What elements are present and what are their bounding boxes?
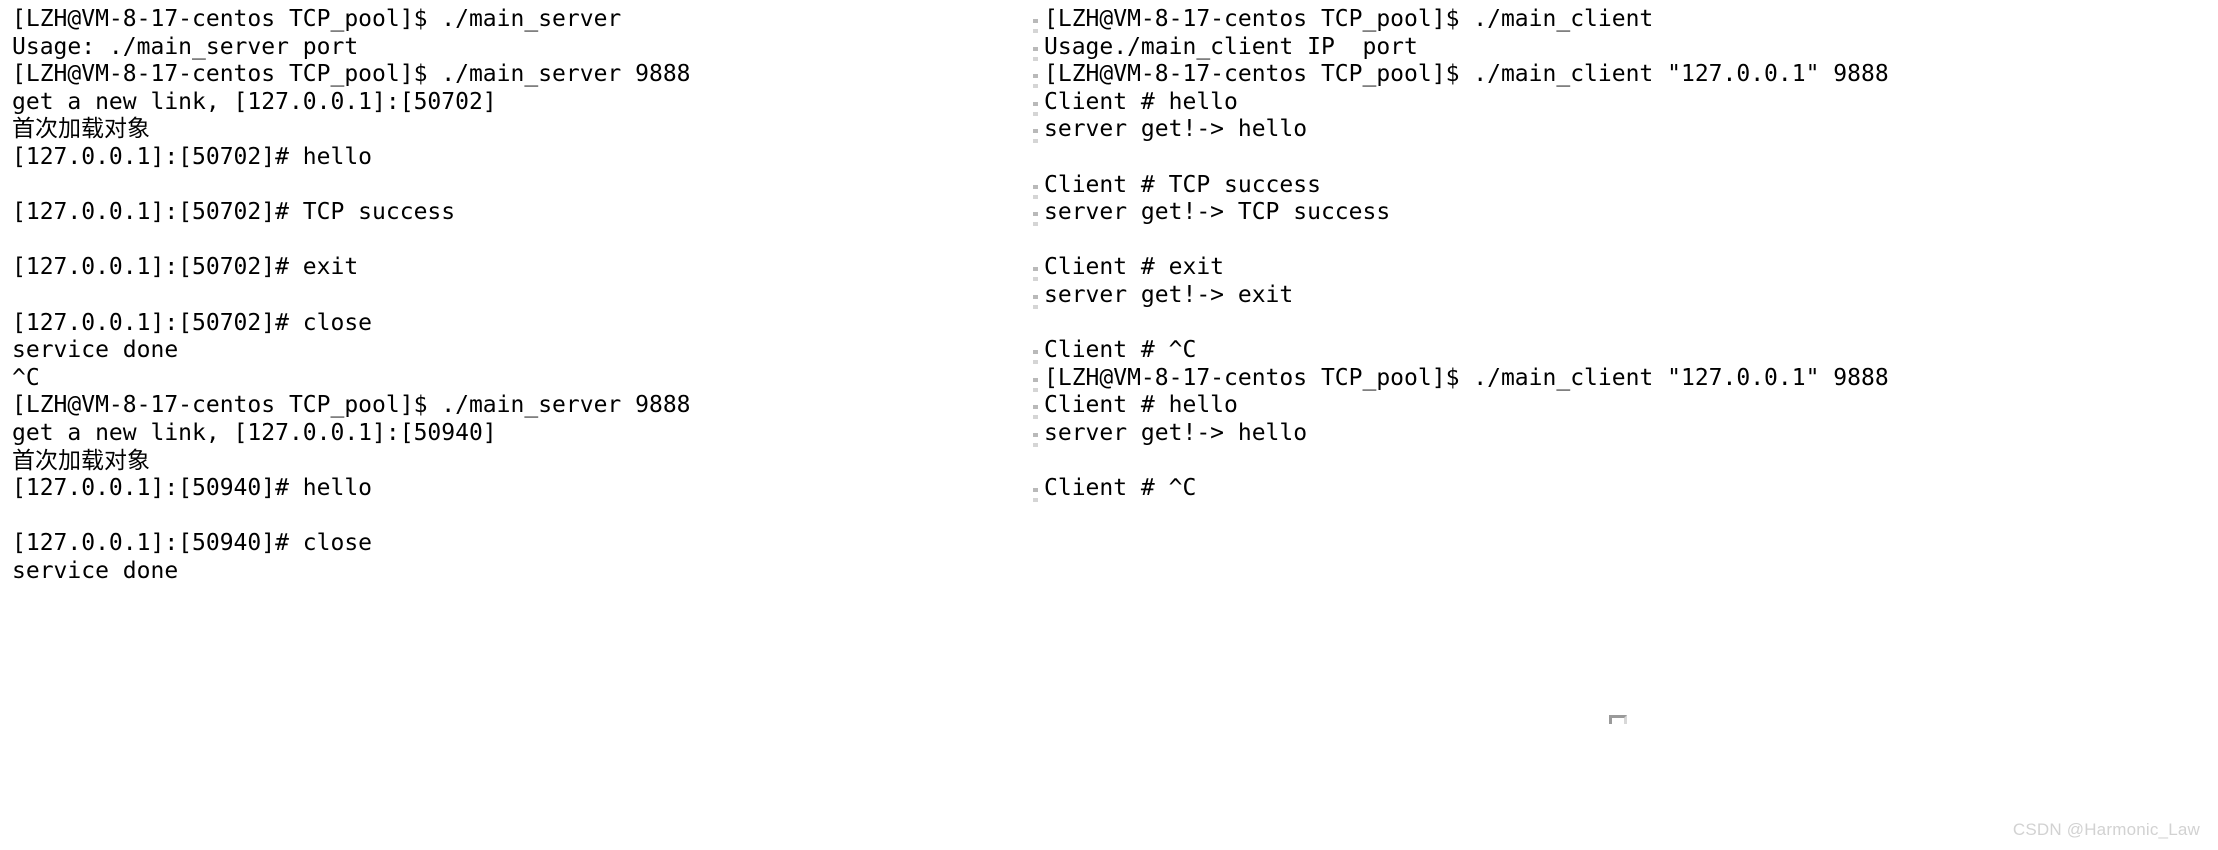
- terminal-line: [LZH@VM-8-17-centos TCP_pool]$ ./main_se…: [12, 61, 691, 88]
- margin-tick: [1033, 46, 1038, 51]
- margin-tick: [1033, 111, 1038, 116]
- margin-tick: [1033, 488, 1038, 493]
- terminal-line: [12, 282, 1026, 310]
- terminal-line: get a new link, [127.0.0.1]:[50940]: [12, 419, 497, 446]
- margin-tick: [1033, 19, 1038, 23]
- terminal-line: [12, 227, 1026, 255]
- terminal-line: [127.0.0.1]:[50940]# hello: [12, 475, 373, 502]
- margin-tick: [1033, 56, 1038, 61]
- margin-tick: [1033, 194, 1038, 199]
- terminal-line: [127.0.0.1]:[50702]# TCP success: [12, 199, 456, 226]
- terminal-line: server get!-> hello: [1044, 419, 1308, 446]
- margin-tick: [1033, 101, 1038, 106]
- terminal-line: [LZH@VM-8-17-centos TCP_pool]$ ./main_se…: [12, 392, 691, 419]
- margin-tick: [1033, 360, 1038, 365]
- terminal-line: Client # TCP success: [1044, 171, 1321, 198]
- margin-tick: [1033, 415, 1038, 420]
- terminal-line: [127.0.0.1]:[50702]# close: [12, 309, 373, 336]
- margin-tick: [1033, 295, 1038, 299]
- terminal-line: Client # ^C: [1044, 337, 1197, 364]
- margin-tick: [1033, 277, 1038, 282]
- margin-tick: [1033, 443, 1038, 447]
- terminal-line: 首次加载对象: [12, 447, 150, 474]
- terminal-line: Client # ^C: [1044, 475, 1197, 502]
- terminal-line: [1044, 448, 2214, 476]
- terminal-line: Usage: ./main_server port: [12, 33, 359, 60]
- terminal-line: [1044, 227, 2214, 255]
- margin-tick: [1033, 433, 1038, 437]
- terminal-line: server get!-> TCP success: [1044, 199, 1391, 226]
- margin-tick: [1033, 267, 1038, 272]
- terminal-line: service done: [12, 557, 179, 584]
- terminal-line: Client # exit: [1044, 254, 1225, 281]
- margin-tick: [1033, 222, 1038, 227]
- margin-tick: [1033, 377, 1038, 382]
- margin-tick: [1033, 498, 1038, 503]
- margin-tick: [1033, 350, 1038, 355]
- margin-tick: [1033, 139, 1038, 144]
- terminal-line: Client # hello: [1044, 392, 1238, 419]
- margin-tick: [1033, 212, 1038, 217]
- margin-tick: [1033, 84, 1038, 89]
- terminal-pane-client[interactable]: [LZH@VM-8-17-centos TCP_pool]$ ./main_cl…: [1030, 0, 2218, 850]
- terminal-line: service done: [12, 337, 179, 364]
- terminal-line: server get!-> hello: [1044, 116, 1308, 143]
- margin-tick: [1033, 405, 1038, 410]
- mouse-cursor-artifact: [1609, 715, 1627, 724]
- terminal-line: Usage./main_client IP port: [1044, 33, 1418, 60]
- margin-tick: [1033, 387, 1038, 392]
- terminal-line: 首次加载对象: [12, 116, 150, 143]
- terminal-line: ^C: [12, 364, 40, 391]
- margin-tick: [1033, 29, 1038, 33]
- terminal-line: [12, 172, 1026, 200]
- terminal-line: [LZH@VM-8-17-centos TCP_pool]$ ./main_se…: [12, 6, 622, 32]
- watermark-label: CSDN @Harmonic_Law: [2012, 820, 2200, 839]
- terminal-line: [1044, 144, 2214, 172]
- margin-tick: [1033, 305, 1038, 309]
- terminal-output-server[interactable]: [LZH@VM-8-17-centos TCP_pool]$ ./main_se…: [12, 6, 1026, 585]
- terminal-output-client[interactable]: [LZH@VM-8-17-centos TCP_pool]$ ./main_cl…: [1044, 6, 2214, 503]
- terminal-line: Client # hello: [1044, 88, 1238, 115]
- terminal-line: [127.0.0.1]:[50940]# close: [12, 530, 373, 557]
- terminal-line: [127.0.0.1]:[50702]# hello: [12, 143, 373, 170]
- terminal-line: [127.0.0.1]:[50702]# exit: [12, 254, 359, 281]
- terminal-line: server get!-> exit: [1044, 281, 1294, 308]
- terminal-line: [LZH@VM-8-17-centos TCP_pool]$ ./main_cl…: [1044, 61, 1889, 88]
- margin-tick: [1033, 184, 1038, 189]
- terminal-line: [LZH@VM-8-17-centos TCP_pool]$ ./main_cl…: [1044, 364, 1889, 391]
- terminal-pane-server[interactable]: [LZH@VM-8-17-centos TCP_pool]$ ./main_se…: [0, 0, 1030, 850]
- margin-tick: [1033, 129, 1038, 134]
- margin-tick: [1033, 74, 1038, 79]
- terminal-line: [12, 503, 1026, 531]
- terminal-line: [LZH@VM-8-17-centos TCP_pool]$ ./main_cl…: [1044, 6, 1654, 32]
- terminal-line: get a new link, [127.0.0.1]:[50702]: [12, 88, 497, 115]
- terminal-line: [1044, 310, 2214, 338]
